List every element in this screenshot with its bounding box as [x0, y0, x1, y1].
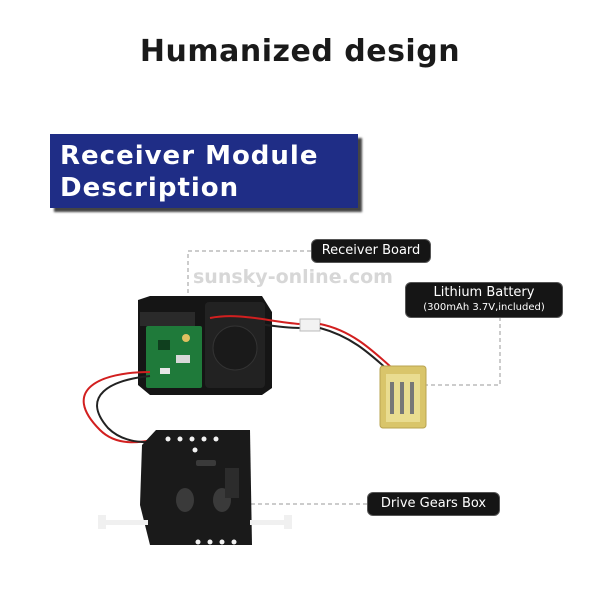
- receiver-pcb: [146, 326, 202, 388]
- wire-black: [209, 320, 301, 329]
- receiver-board-label: Receiver Board: [311, 239, 431, 263]
- section-banner: Receiver Module Description: [50, 134, 358, 208]
- lithium-battery: [379, 365, 427, 429]
- watermark-text: sunsky-online.com: [193, 266, 393, 288]
- banner-line-1: Receiver Module: [60, 141, 319, 171]
- connector-plug: [299, 318, 321, 332]
- drive-gears-label: Drive Gears Box: [367, 492, 500, 516]
- battery-title: Lithium Battery: [433, 285, 535, 300]
- page-headline: Humanized design: [139, 34, 461, 69]
- banner-line-2: Description: [60, 173, 240, 203]
- wire-red: [209, 315, 301, 325]
- battery-wire-black: [319, 327, 389, 371]
- drive-gears-box: [98, 430, 292, 545]
- battery-wire-red: [319, 323, 393, 369]
- battery-spec: (300mAh 3.7V,included): [423, 302, 545, 313]
- lithium-battery-label: Lithium Battery (300mAh 3.7V,included): [405, 282, 563, 318]
